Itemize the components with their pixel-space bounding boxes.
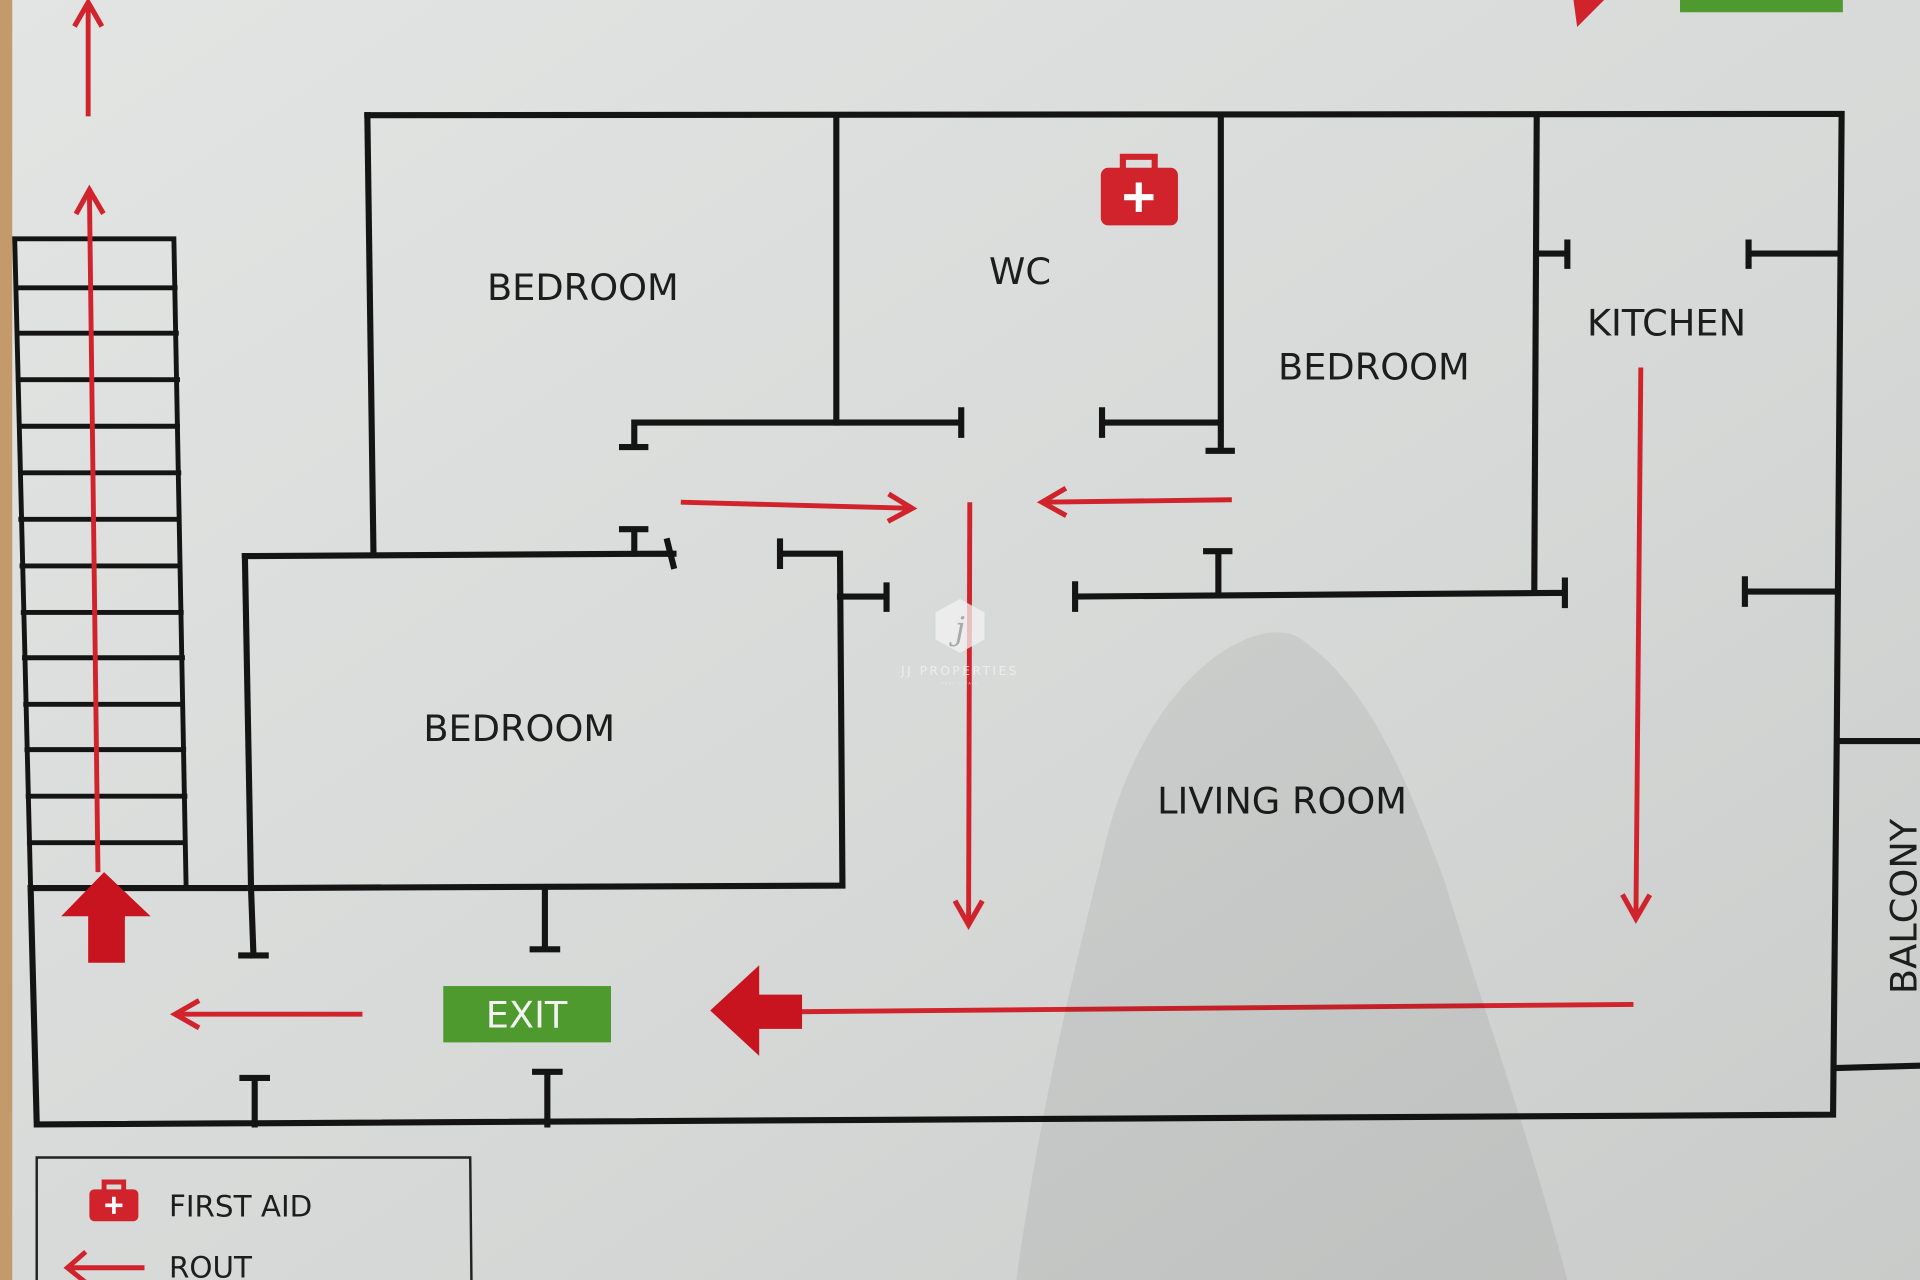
room-label-bedroom: BEDROOM (487, 266, 679, 309)
watermark-logo: j JJ PROPERTIES REAL ESTATE (900, 598, 1019, 686)
room-label-wc: WC (989, 250, 1051, 293)
route-arrow (1620, 367, 1653, 924)
big-arrow-left-icon (710, 965, 803, 1056)
arrow-left-icon (63, 1249, 145, 1280)
route-arrow (1036, 485, 1232, 518)
room-label-living-room: LIVING ROOM (1157, 779, 1407, 822)
route-arrow (73, 184, 106, 873)
walls (27, 110, 1920, 1128)
staircase (12, 236, 189, 891)
evacuation-routes (72, 0, 1653, 1031)
room-label-balcony: BALCONY (1882, 818, 1920, 994)
exit-label: EXIT (486, 994, 568, 1037)
exit-sign: EXIT (443, 986, 612, 1043)
room-label-bedroom: BEDROOM (423, 707, 615, 750)
legend: FIRST AID ROUT (35, 1156, 473, 1280)
big-arrow-up-icon (61, 872, 151, 963)
first-aid-icon (1100, 153, 1178, 226)
watermark-name: JJ PROPERTIES (900, 664, 1019, 678)
top-exit-fragment (1573, 0, 1843, 27)
legend-label-first-aid: FIRST AID (169, 1189, 312, 1223)
first-aid-icon (89, 1179, 139, 1222)
route-arrow (952, 502, 985, 930)
route-arrow (795, 1001, 1634, 1015)
watermark-sub: REAL ESTATE (941, 682, 978, 686)
legend-label-route: ROUT (169, 1251, 253, 1280)
room-label-kitchen: KITCHEN (1587, 302, 1746, 345)
route-arrow (680, 491, 918, 524)
room-label-bedroom: BEDROOM (1278, 346, 1470, 389)
photo-shadow (1016, 632, 1568, 1280)
